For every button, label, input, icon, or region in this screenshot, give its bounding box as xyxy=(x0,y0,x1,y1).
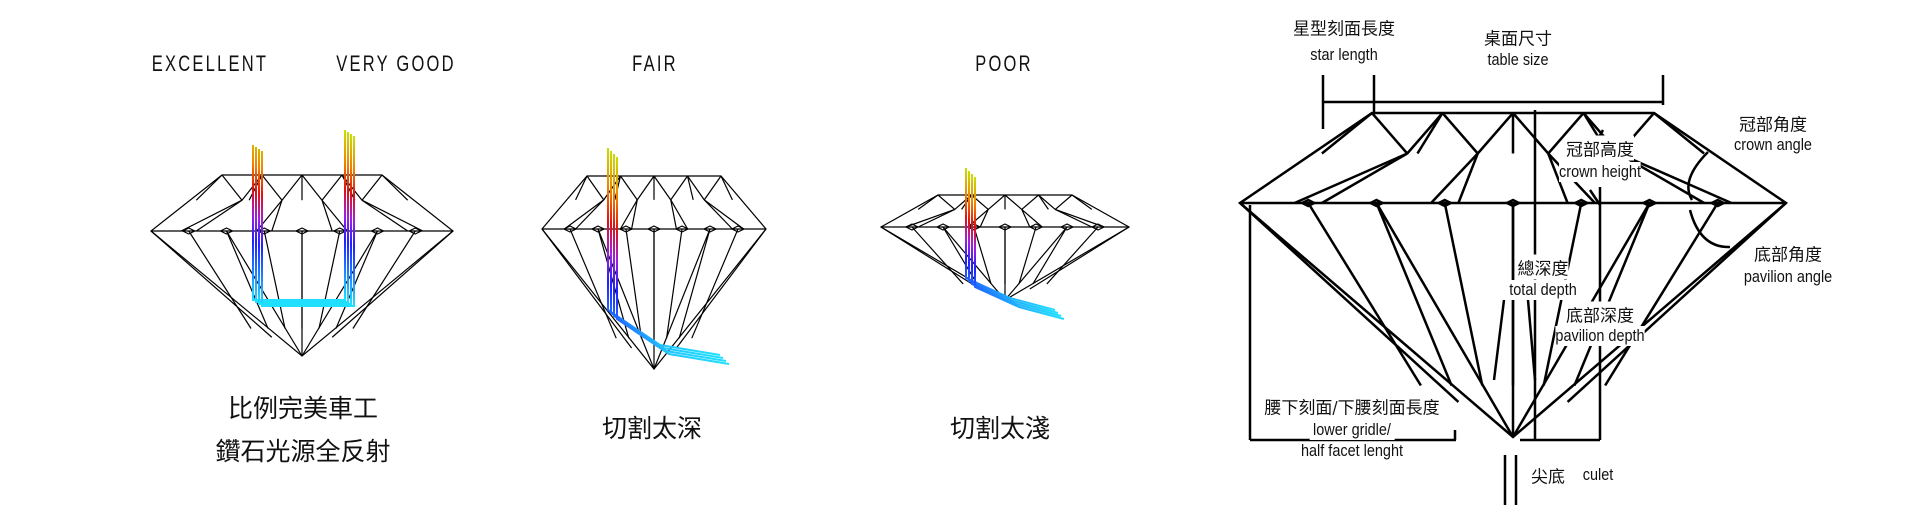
grade-poor: POOR xyxy=(975,51,1033,76)
label-pavilion-depth-en: pavilion depth xyxy=(1555,326,1645,346)
caption-shallow: 切割太淺 xyxy=(949,414,1051,443)
grade-very-good: VERY GOOD xyxy=(336,51,456,76)
label-crown-angle-zh: 冠部角度 xyxy=(1739,115,1807,136)
grade-fair: FAIR xyxy=(632,51,678,76)
label-lower-girdle-en2: half facet lenght xyxy=(1300,441,1404,460)
label-culet-zh: 尖底 xyxy=(1531,467,1565,488)
caption-ideal-1: 比例完美車工 xyxy=(227,394,379,423)
label-table-size-en: table size xyxy=(1487,50,1549,69)
label-pavilion-angle-zh: 底部角度 xyxy=(1754,245,1822,266)
caption-ideal-2: 鑽石光源全反射 xyxy=(215,437,391,466)
light-ray-poor xyxy=(965,168,1065,320)
caption-deep: 切割太深 xyxy=(601,414,703,443)
label-star-length-zh: 星型刻面長度 xyxy=(1293,19,1395,40)
diamond-poor xyxy=(879,194,1131,301)
label-crown-angle-en: crown angle xyxy=(1734,135,1812,154)
label-total-depth-zh: 總深度 xyxy=(1517,254,1569,280)
label-star-length-en: star length xyxy=(1310,45,1378,64)
label-pavilion-angle-en: pavilion angle xyxy=(1743,267,1833,286)
label-crown-height-en: crown height xyxy=(1559,162,1641,182)
crown-angle-arrow xyxy=(1687,151,1709,201)
label-total-depth-en: total depth xyxy=(1509,280,1577,300)
label-crown-height-zh: 冠部高度 xyxy=(1566,135,1634,161)
label-lower-girdle-en1: lower gridle/ xyxy=(1309,420,1395,440)
label-table-size-zh: 桌面尺寸 xyxy=(1484,29,1552,50)
diamond-anatomy xyxy=(1237,111,1789,439)
light-ray-fair xyxy=(607,148,730,365)
label-pavilion-depth-zh: 底部深度 xyxy=(1566,301,1634,327)
label-lower-girdle-zh: 腰下刻面/下腰刻面長度 xyxy=(1264,393,1440,419)
diamond-excellent xyxy=(150,174,454,357)
label-culet-en: culet xyxy=(1582,465,1614,484)
light-ray-excellent xyxy=(252,130,355,307)
pavilion-angle-arrow xyxy=(1688,209,1731,249)
grade-excellent: EXCELLENT xyxy=(151,51,269,76)
